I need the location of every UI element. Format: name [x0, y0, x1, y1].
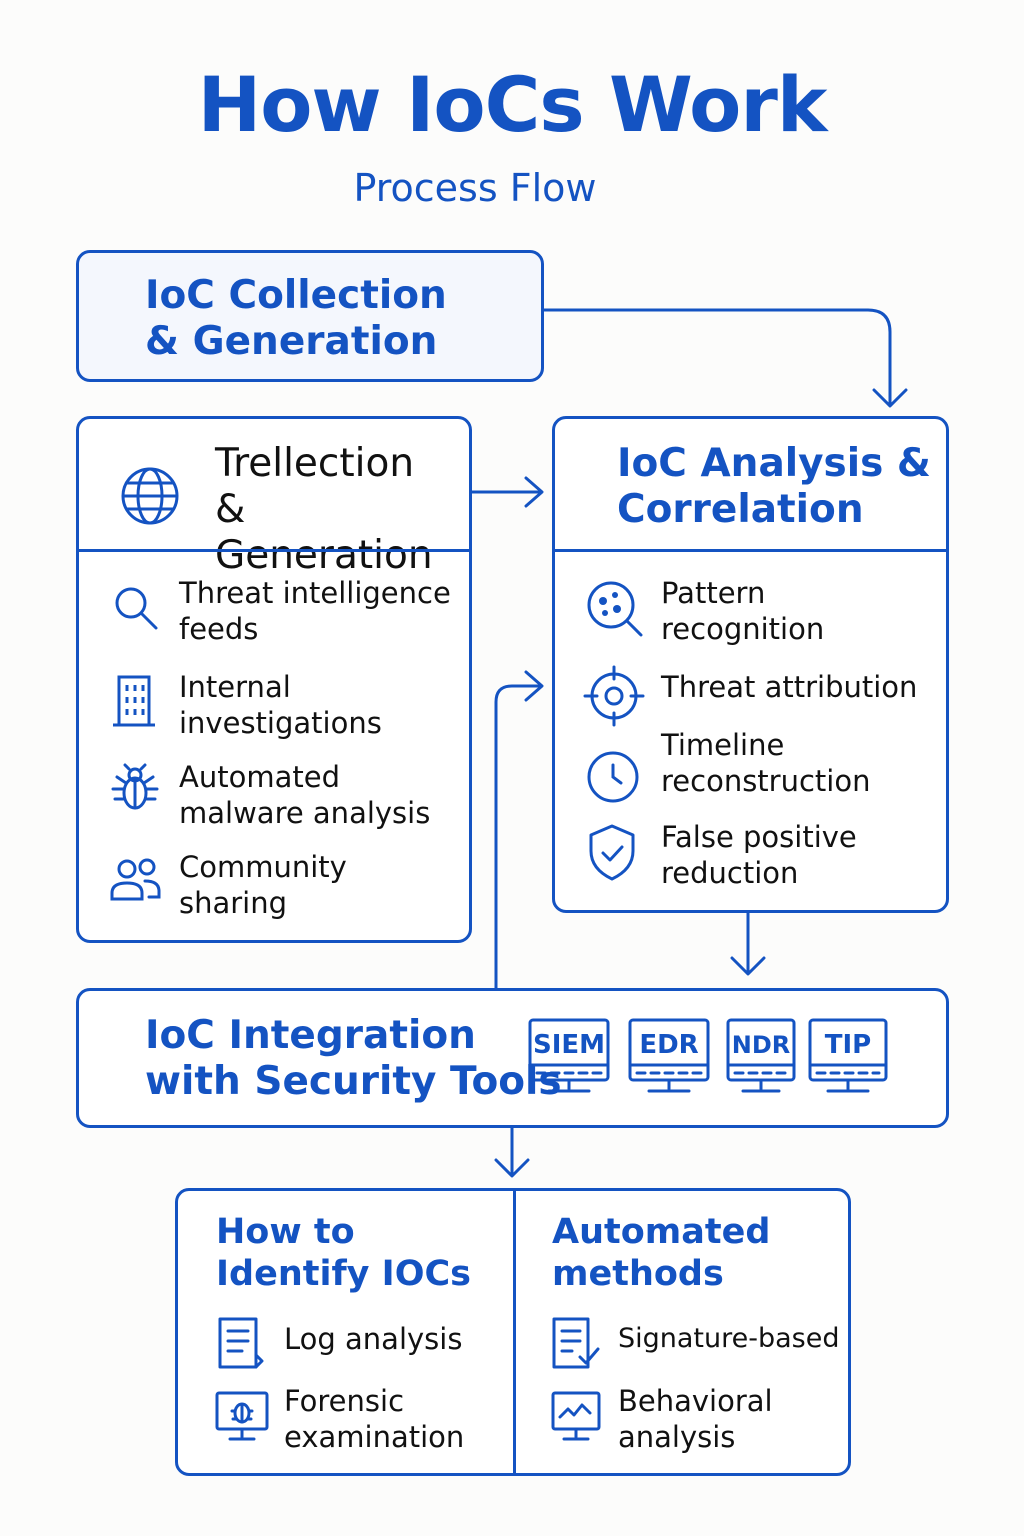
left-item-3-line2: malware analysis: [179, 796, 431, 830]
identify-item-2-line2: examination: [284, 1420, 465, 1454]
integration-title-line2: with Security Tools: [145, 1059, 562, 1104]
crosshair-icon: [583, 665, 645, 727]
page-title: How IoCs Work: [197, 60, 828, 149]
pattern-search-icon: [587, 581, 643, 637]
integration-box: IoC Integration with Security Tools SIEM…: [76, 988, 949, 1128]
trellection-box: Trellection & Generation Threat intellig…: [76, 416, 472, 943]
document-check-icon: [552, 1317, 600, 1369]
left-item-1-line1: Threat intelligence: [179, 576, 451, 610]
collection-title-line1: IoC Collection: [145, 273, 447, 318]
right-item-1-line2: recognition: [661, 612, 825, 646]
clock-icon: [587, 751, 639, 803]
trellection-title-line1: Trellection: [215, 441, 415, 486]
ndr-tool-icon: NDR: [726, 1018, 796, 1093]
tip-tool-icon: TIP: [808, 1018, 888, 1093]
collection-box: IoC Collection & Generation: [76, 250, 544, 382]
tool-label-edr: EDR: [639, 1030, 698, 1060]
siem-tool-icon: SIEM: [528, 1018, 610, 1093]
identify-title-line1: How to: [216, 1212, 355, 1252]
tool-label-ndr: NDR: [732, 1031, 791, 1059]
automated-item-2-line2: analysis: [618, 1420, 736, 1454]
analysis-title-line1: IoC Analysis &: [617, 441, 931, 486]
left-item-4-line1: Community: [179, 850, 347, 884]
users-icon: [110, 858, 161, 901]
bottom-box-divider: [513, 1191, 516, 1473]
identify-title-line2: Identify IOCs: [216, 1254, 471, 1294]
analysis-box: IoC Analysis & Correlation Pattern recog…: [552, 416, 949, 913]
left-item-3-line1: Automated: [179, 760, 340, 794]
identify-box: How to Identify IOCs Log analysis Forens…: [175, 1188, 851, 1476]
identify-item-2-line1: Forensic: [284, 1384, 405, 1418]
document-icon: [218, 1317, 264, 1369]
automated-item-1-line1: Signature-based: [618, 1323, 840, 1354]
left-item-2-line2: investigations: [179, 706, 382, 740]
right-box-divider: [555, 549, 946, 552]
right-item-4-line2: reduction: [661, 856, 799, 890]
right-item-4-line1: False positive: [661, 820, 857, 854]
integration-title-line1: IoC Integration: [145, 1013, 476, 1058]
automated-title-line1: Automated: [552, 1212, 771, 1252]
left-item-2-line1: Internal: [179, 670, 291, 704]
trellection-title-line2: & Generation: [215, 487, 433, 578]
right-item-2-line1: Threat attribution: [661, 670, 918, 704]
search-icon: [115, 587, 158, 630]
edr-tool-icon: EDR: [628, 1018, 710, 1093]
right-item-3-line1: Timeline: [661, 728, 785, 762]
page-subtitle: Process Flow: [353, 166, 597, 210]
shield-check-icon: [589, 824, 635, 881]
automated-item-2-line1: Behavioral: [618, 1384, 773, 1418]
monitor-chart-icon: [551, 1391, 601, 1441]
right-item-3-line2: reconstruction: [661, 764, 871, 798]
automated-title-line2: methods: [552, 1254, 724, 1294]
analysis-title-line2: Correlation: [617, 487, 864, 532]
left-box-divider: [79, 549, 469, 552]
tool-label-siem: SIEM: [533, 1030, 605, 1060]
monitor-bug-icon: [215, 1391, 269, 1441]
tool-label-tip: TIP: [825, 1030, 871, 1060]
collection-title-line2: & Generation: [145, 319, 438, 364]
left-item-1-line2: feeds: [179, 612, 259, 646]
arrow-integration-to-analysis: [494, 684, 542, 990]
right-item-1-line1: Pattern: [661, 576, 766, 610]
identify-item-1-line1: Log analysis: [284, 1322, 463, 1356]
globe-icon: [121, 467, 179, 525]
left-item-4-line2: sharing: [179, 886, 288, 920]
arrow-collection-to-analysis: [542, 308, 892, 406]
building-icon: [113, 675, 155, 727]
bug-icon: [111, 763, 159, 810]
